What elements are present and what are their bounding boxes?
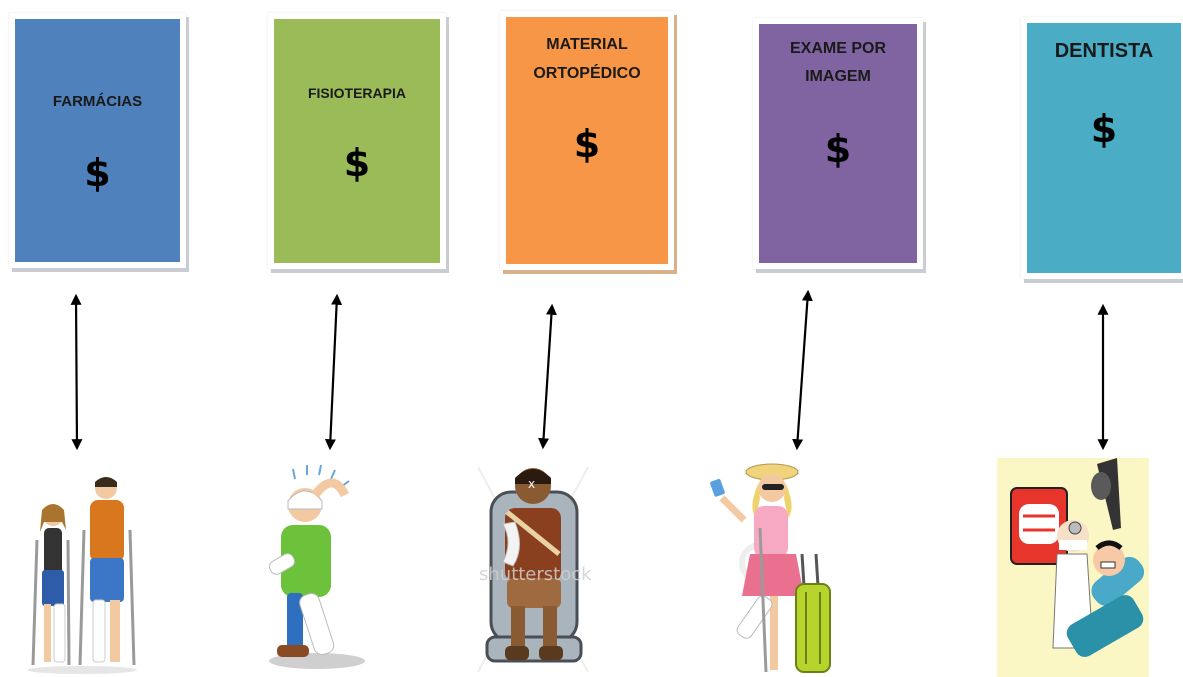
card-exame-por-imagem: EXAME POR IMAGEM $ [753,18,923,269]
watermark-text: shutterstock [479,564,592,585]
price-symbol: $ [343,141,371,185]
arrow-material-ortopedico [538,303,557,450]
card-title-line1: MATERIAL [546,36,628,53]
card-title-line1: EXAME POR [789,40,886,57]
woman-leg-cast-suitcase-icon [710,463,831,673]
card-title-line2: IMAGEM [805,68,871,85]
price-symbol: $ [1090,107,1118,151]
card-title: DENTISTA [1054,40,1154,62]
boy-arm-sling-wheelchair-icon: x shutterstock [477,466,592,673]
injured-man-bandaged-icon [268,465,365,669]
couple-on-crutches-icon [27,477,137,674]
price-symbol: $ [84,151,111,195]
card-farmacias: FARMÁCIAS $ [9,13,186,268]
arrow-exame-por-imagem [792,289,813,451]
card-title: FISIOTERAPIA [307,85,406,101]
price-symbol: $ [824,127,852,171]
card-fisioterapia: FISIOTERAPIA $ [268,13,446,269]
price-symbol: $ [573,122,601,166]
card-title: FARMÁCIAS [52,93,143,110]
dentist-patient-icon [997,458,1149,677]
svg-text:x: x [528,477,535,491]
card-dentista: DENTISTA $ [1021,17,1183,279]
arrow-farmacias [70,293,83,451]
arrow-fisioterapia [324,293,343,451]
card-material-ortopedico: MATERIAL ORTOPÉDICO $ [500,11,674,270]
card-title-line2: ORTOPÉDICO [533,65,641,82]
